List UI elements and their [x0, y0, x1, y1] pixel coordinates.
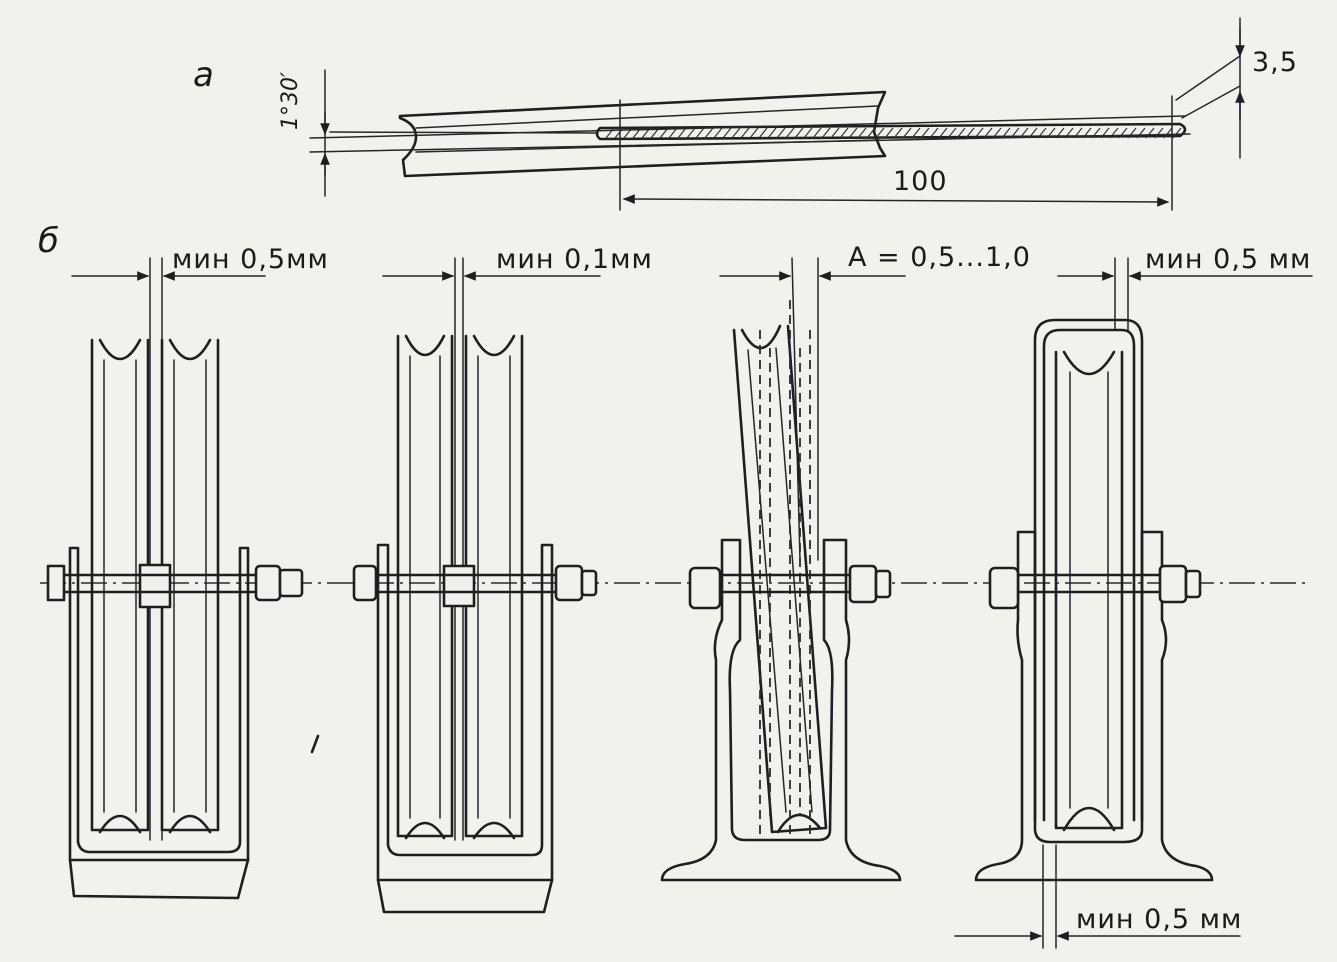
pulley-assembly-1: [46, 257, 304, 900]
hatch-line: [956, 127, 966, 139]
hatch-line: [992, 127, 1002, 139]
hatch-line: [1001, 127, 1011, 139]
hatch-line: [794, 127, 804, 139]
hatch-line: [1019, 127, 1029, 139]
hatch-line: [740, 127, 750, 139]
hatch-line: [965, 127, 975, 139]
length-dimension: 100: [893, 166, 948, 197]
hatch-line: [776, 127, 786, 139]
hatch-line: [1163, 127, 1173, 139]
hatch-line: [866, 127, 876, 139]
hatch-line: [812, 127, 822, 139]
hatch-line: [884, 127, 894, 139]
hatch-line: [821, 127, 831, 139]
angle-label: 1°30′: [278, 72, 303, 130]
stray-mark: [310, 734, 320, 754]
hatch-line: [686, 127, 696, 139]
hatch-line: [731, 127, 741, 139]
pulley-assembly-2: [352, 257, 601, 914]
hatch-line: [605, 127, 615, 139]
hatch-line: [857, 127, 867, 139]
hatch-line: [749, 127, 759, 139]
part-label-a: а: [193, 55, 214, 95]
hatch-line: [902, 127, 912, 139]
hatch-line: [722, 127, 732, 139]
hatch-line: [1010, 127, 1020, 139]
part-label-b: б: [38, 221, 59, 261]
hatch-line: [920, 127, 930, 139]
clearance-label-2: мин 0,1мм: [496, 244, 653, 275]
hatch-line: [1145, 127, 1155, 139]
hatch-line: [1127, 127, 1137, 139]
hatch-line: [695, 127, 705, 139]
pulley-assembly-3: [660, 257, 906, 882]
hatch-line: [1136, 127, 1146, 139]
hatch-line: [929, 127, 939, 139]
hatch-line: [830, 127, 840, 139]
hatch-line: [668, 127, 678, 139]
hatch-line: [713, 127, 723, 139]
hatch-line: [947, 127, 957, 139]
hatch-line: [839, 127, 849, 139]
clearance-label-3: A = 0,5...1,0: [848, 242, 1031, 273]
hatch-line: [848, 127, 858, 139]
hatch-line: [911, 127, 921, 139]
clearance-label-1: мин 0,5мм: [172, 244, 329, 275]
hatch-line: [803, 127, 813, 139]
rail-section-a: [309, 17, 1245, 211]
hatch-line: [767, 127, 777, 139]
hatch-line: [1028, 127, 1038, 139]
hatch-line: [938, 127, 948, 139]
pulley-assembly-4: [954, 257, 1313, 949]
hatch-line: [704, 127, 714, 139]
hatch-line: [875, 127, 885, 139]
clearance-label-4: мин 0,5 мм: [1145, 244, 1312, 275]
hatch-line: [677, 127, 687, 139]
hatch-line: [758, 127, 768, 139]
hatch-line: [785, 127, 795, 139]
hatch-line: [1154, 127, 1164, 139]
hatch-line: [893, 127, 903, 139]
hatch-line: [1118, 127, 1128, 139]
hatch-line: [983, 127, 993, 139]
bottom-clearance-label: мин 0,5 мм: [1076, 904, 1243, 935]
thickness-dimension: 3,5: [1252, 47, 1298, 78]
hatch-line: [1172, 127, 1182, 139]
hatch-line: [974, 127, 984, 139]
